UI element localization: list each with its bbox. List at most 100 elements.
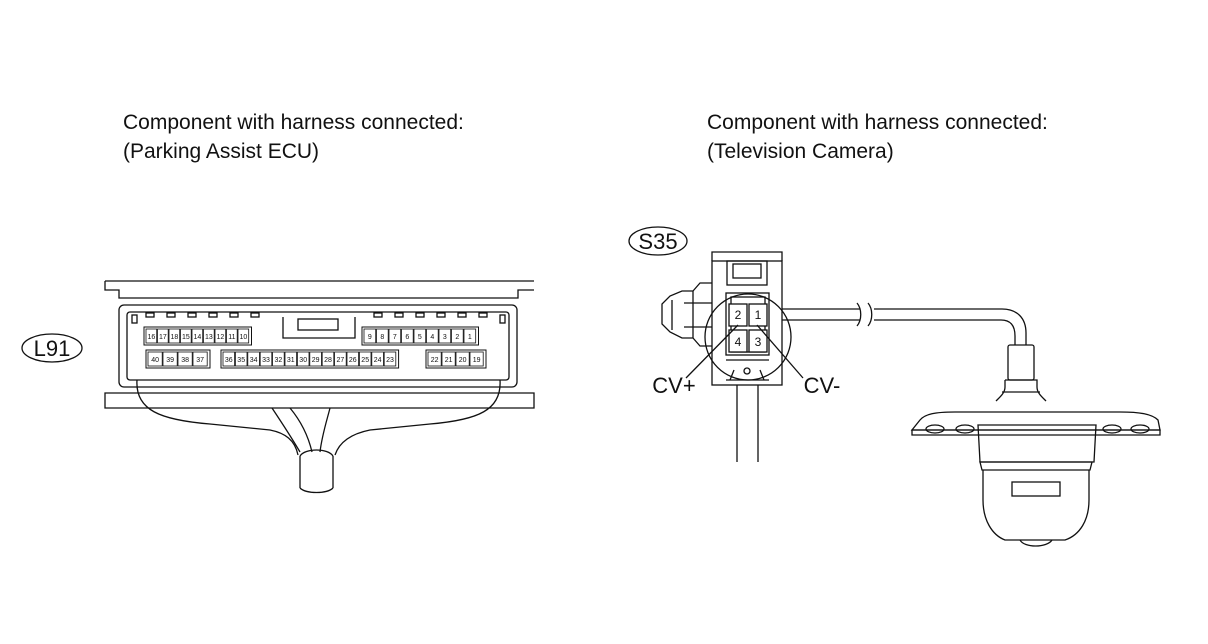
ecu-pin-number: 12 — [216, 334, 224, 341]
ecu-pin-cavity — [272, 351, 285, 367]
ecu-pin-cavity — [237, 328, 250, 344]
ecu-pin-number: 39 — [166, 357, 174, 364]
ecu-pin-number: 24 — [374, 357, 382, 364]
camera-pin-3: 3 — [755, 335, 762, 349]
ecu-connector-code-badge: L91 — [21, 333, 83, 363]
ecu-pin-number: 5 — [418, 334, 422, 341]
ecu-pin-number: 30 — [299, 357, 307, 364]
ecu-caption: Component with harness connected: (Parki… — [123, 108, 464, 166]
ecu-pin-number: 16 — [147, 334, 155, 341]
camera-connector-code: S35 — [638, 229, 677, 254]
ecu-locking-tabs — [145, 312, 488, 318]
ecu-pin-cavity — [157, 328, 169, 344]
camera-pin-4: 4 — [735, 335, 742, 349]
ecu-pin-number: 7 — [393, 334, 397, 341]
ecu-pin-cavity — [284, 351, 298, 367]
ecu-pin-number: 9 — [368, 334, 372, 341]
camera-body — [910, 344, 1161, 547]
camera-cable — [782, 302, 1027, 345]
terminal-cv-plus-label: CV+ — [652, 373, 695, 398]
ecu-pin-number: 13 — [205, 334, 213, 341]
ecu-pin-cavity — [145, 328, 158, 344]
ecu-pin-number: 15 — [182, 334, 190, 341]
ecu-pin-number: 19 — [473, 357, 481, 364]
ecu-pin-number: 23 — [386, 357, 394, 364]
ecu-pin-cavity — [334, 351, 347, 367]
ecu-connector-code: L91 — [34, 336, 71, 361]
ecu-housing — [104, 280, 535, 409]
ecu-pin-cavity — [168, 328, 181, 344]
ecu-pin-number: 8 — [380, 334, 384, 341]
ecu-pin-cavity — [259, 351, 273, 367]
ecu-pin-cavity — [427, 351, 442, 367]
ecu-pin-number: 14 — [193, 334, 201, 341]
camera-pin-grid — [728, 303, 768, 353]
cv-minus-leader — [756, 324, 804, 379]
ecu-pin-number: 35 — [237, 357, 245, 364]
ecu-pin-group-bottom-mid — [220, 349, 400, 369]
ecu-pin-number: 2 — [455, 334, 459, 341]
ecu-pin-number: 22 — [431, 357, 439, 364]
ecu-pin-number: 26 — [349, 357, 357, 364]
ecu-pin-number: 6 — [405, 334, 409, 341]
ecu-pin-number: 36 — [225, 357, 233, 364]
ecu-pin-cavity — [180, 328, 192, 344]
ecu-pin-cavity — [413, 328, 427, 344]
ecu-caption-line2: (Parking Assist ECU) — [123, 140, 320, 163]
ecu-pin-number: 18 — [170, 334, 178, 341]
terminal-cv-minus-label: CV- — [804, 373, 841, 398]
camera-connector-housing — [661, 251, 783, 386]
ecu-pin-number: 17 — [159, 334, 167, 341]
ecu-pin-number: 32 — [275, 357, 283, 364]
ecu-pin-cavity — [203, 328, 215, 344]
ecu-pin-cavity — [147, 351, 163, 367]
ecu-pin-cavity — [469, 351, 484, 367]
camera-pin-magnifier — [704, 293, 792, 381]
ecu-pin-number: 10 — [239, 334, 247, 341]
ecu-pin-cavity — [222, 351, 236, 367]
ecu-pin-cavity — [363, 328, 377, 344]
camera-caption-line2: (Television Camera) — [707, 140, 894, 163]
ecu-pin-number: 28 — [324, 357, 332, 364]
ecu-pin-number: 38 — [181, 357, 189, 364]
ecu-pin-cavity — [191, 328, 204, 344]
ecu-pin-number: 21 — [445, 357, 453, 364]
ecu-pin-cavity — [371, 351, 384, 367]
ecu-harness — [136, 379, 501, 494]
ecu-pin-cavity — [321, 351, 335, 367]
camera-caption-line1: Component with harness connected: — [707, 111, 1048, 134]
camera-connector-code-badge — [628, 226, 688, 256]
ecu-pin-number: 33 — [262, 357, 270, 364]
camera-caption: Component with harness connected: (Telev… — [707, 108, 1048, 166]
ecu-pin-cavity — [247, 351, 260, 367]
camera-pin-2: 2 — [735, 308, 742, 322]
camera-pin-1: 1 — [755, 308, 762, 322]
ecu-pin-group-top-left — [143, 326, 252, 346]
ecu-caption-line1: Component with harness connected: — [123, 111, 464, 134]
ecu-pin-cavity — [383, 351, 397, 367]
ecu-pin-cavity — [162, 351, 178, 367]
ecu-pin-cavity — [455, 351, 470, 367]
ecu-pin-number: 37 — [196, 357, 204, 364]
ecu-pin-number: 1 — [468, 334, 472, 341]
ecu-pin-cavity — [438, 328, 452, 344]
ecu-pin-cavity — [234, 351, 248, 367]
ecu-pin-number: 31 — [287, 357, 295, 364]
ecu-pin-number: 3 — [443, 334, 447, 341]
ecu-pin-cavity — [376, 328, 389, 344]
ecu-pin-cavity — [451, 328, 464, 344]
ecu-pin-number: 11 — [228, 334, 235, 341]
ecu-pin-group-bottom-right — [425, 349, 487, 369]
ecu-pin-cavity — [401, 328, 414, 344]
ecu-pin-cavity — [346, 351, 360, 367]
ecu-pin-cavity — [388, 328, 402, 344]
ecu-pin-cavity — [192, 351, 208, 367]
ecu-pin-group-top-right — [361, 326, 479, 346]
ecu-pin-number: 29 — [312, 357, 320, 364]
ecu-pin-cavity — [426, 328, 439, 344]
ecu-pin-cavity — [214, 328, 227, 344]
ecu-pin-cavity — [358, 351, 372, 367]
ecu-pin-number: 20 — [459, 357, 467, 364]
ecu-pin-number: 34 — [250, 357, 258, 364]
